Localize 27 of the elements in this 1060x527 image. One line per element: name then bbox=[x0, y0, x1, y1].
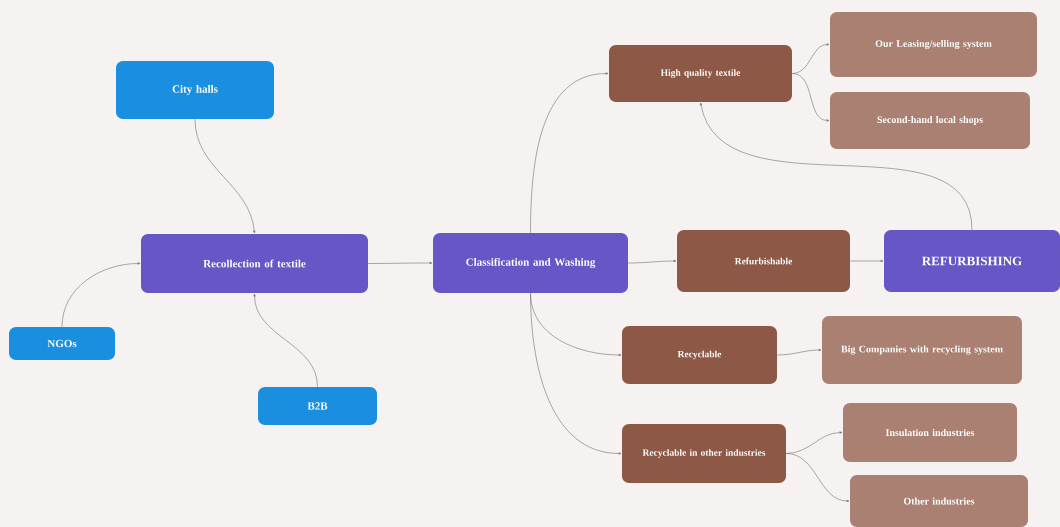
destination-box: Our Leasing/selling system bbox=[830, 12, 1037, 77]
arrow bbox=[194, 118, 256, 234]
arrow bbox=[791, 73, 830, 122]
destination-box: Big Companies with recycling system bbox=[822, 316, 1022, 384]
process-box: REFURBISHING bbox=[884, 230, 1060, 292]
process-box: Classification and Washing bbox=[433, 233, 628, 293]
source-box: B2B bbox=[258, 387, 377, 425]
source-box: City halls bbox=[116, 61, 274, 119]
category-box: High quality textile bbox=[609, 45, 792, 102]
arrow bbox=[849, 259, 884, 263]
destination-box: Second-hand local shops bbox=[830, 92, 1030, 149]
arrow bbox=[699, 102, 973, 231]
arrow bbox=[530, 292, 622, 455]
category-box: Recyclable in other industries bbox=[622, 424, 786, 483]
source-box: NGOs bbox=[9, 327, 115, 360]
arrow bbox=[785, 453, 850, 503]
arrow bbox=[253, 293, 318, 388]
destination-box: Insulation industries bbox=[843, 403, 1017, 462]
destination-box: Other industries bbox=[850, 475, 1028, 527]
category-box: Refurbishable bbox=[677, 230, 850, 292]
arrow bbox=[367, 261, 433, 265]
arrow bbox=[627, 259, 677, 264]
arrow bbox=[61, 262, 141, 328]
process-box: Recollection of textile bbox=[141, 234, 368, 293]
arrow bbox=[530, 72, 609, 234]
category-box: Recyclable bbox=[622, 326, 777, 384]
arrow bbox=[776, 348, 822, 356]
